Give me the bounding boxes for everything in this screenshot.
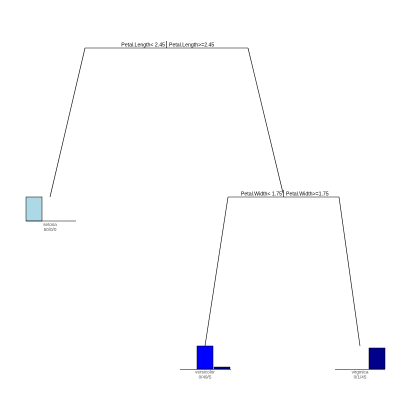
leaf-virginica-counts: 0/1/45 — [354, 375, 367, 380]
inner-split: Petal.Width< 1.75 Petal.Width>=1.75 — [204, 190, 361, 347]
inner-left-edge — [204, 196, 229, 347]
root-right-label: Petal.Length>=2.45 — [169, 43, 214, 49]
leaf-versicolor-bar-main — [196, 345, 214, 370]
leaf-setosa-counts: 50/0/0 — [44, 227, 57, 232]
inner-right-label: Petal.Width>=1.75 — [286, 192, 329, 198]
inner-left-label: Petal.Width< 1.75 — [241, 192, 282, 198]
root-left-edge — [49, 47, 86, 198]
inner-right-edge — [338, 196, 361, 347]
root-left-label: Petal.Length< 2.45 — [121, 43, 165, 49]
leaf-versicolor-counts: 0/49/5 — [199, 375, 212, 380]
leaf-virginica-name: virginica — [352, 370, 369, 375]
root-split: Petal.Length< 2.45 Petal.Length>=2.45 — [49, 41, 284, 198]
root-right-edge — [247, 47, 284, 194]
leaf-virginica-bar-main — [368, 347, 386, 370]
leaf-setosa-name: setosa — [43, 222, 57, 227]
leaf-setosa-bar — [25, 196, 43, 222]
leaf-setosa: setosa 50/0/0 — [25, 196, 76, 232]
leaf-versicolor-name: versicolor — [195, 370, 215, 375]
leaf-versicolor-bar-minor — [213, 366, 231, 370]
leaf-versicolor: versicolor 0/49/5 — [180, 345, 231, 380]
leaf-virginica: virginica 0/1/45 — [335, 347, 386, 380]
